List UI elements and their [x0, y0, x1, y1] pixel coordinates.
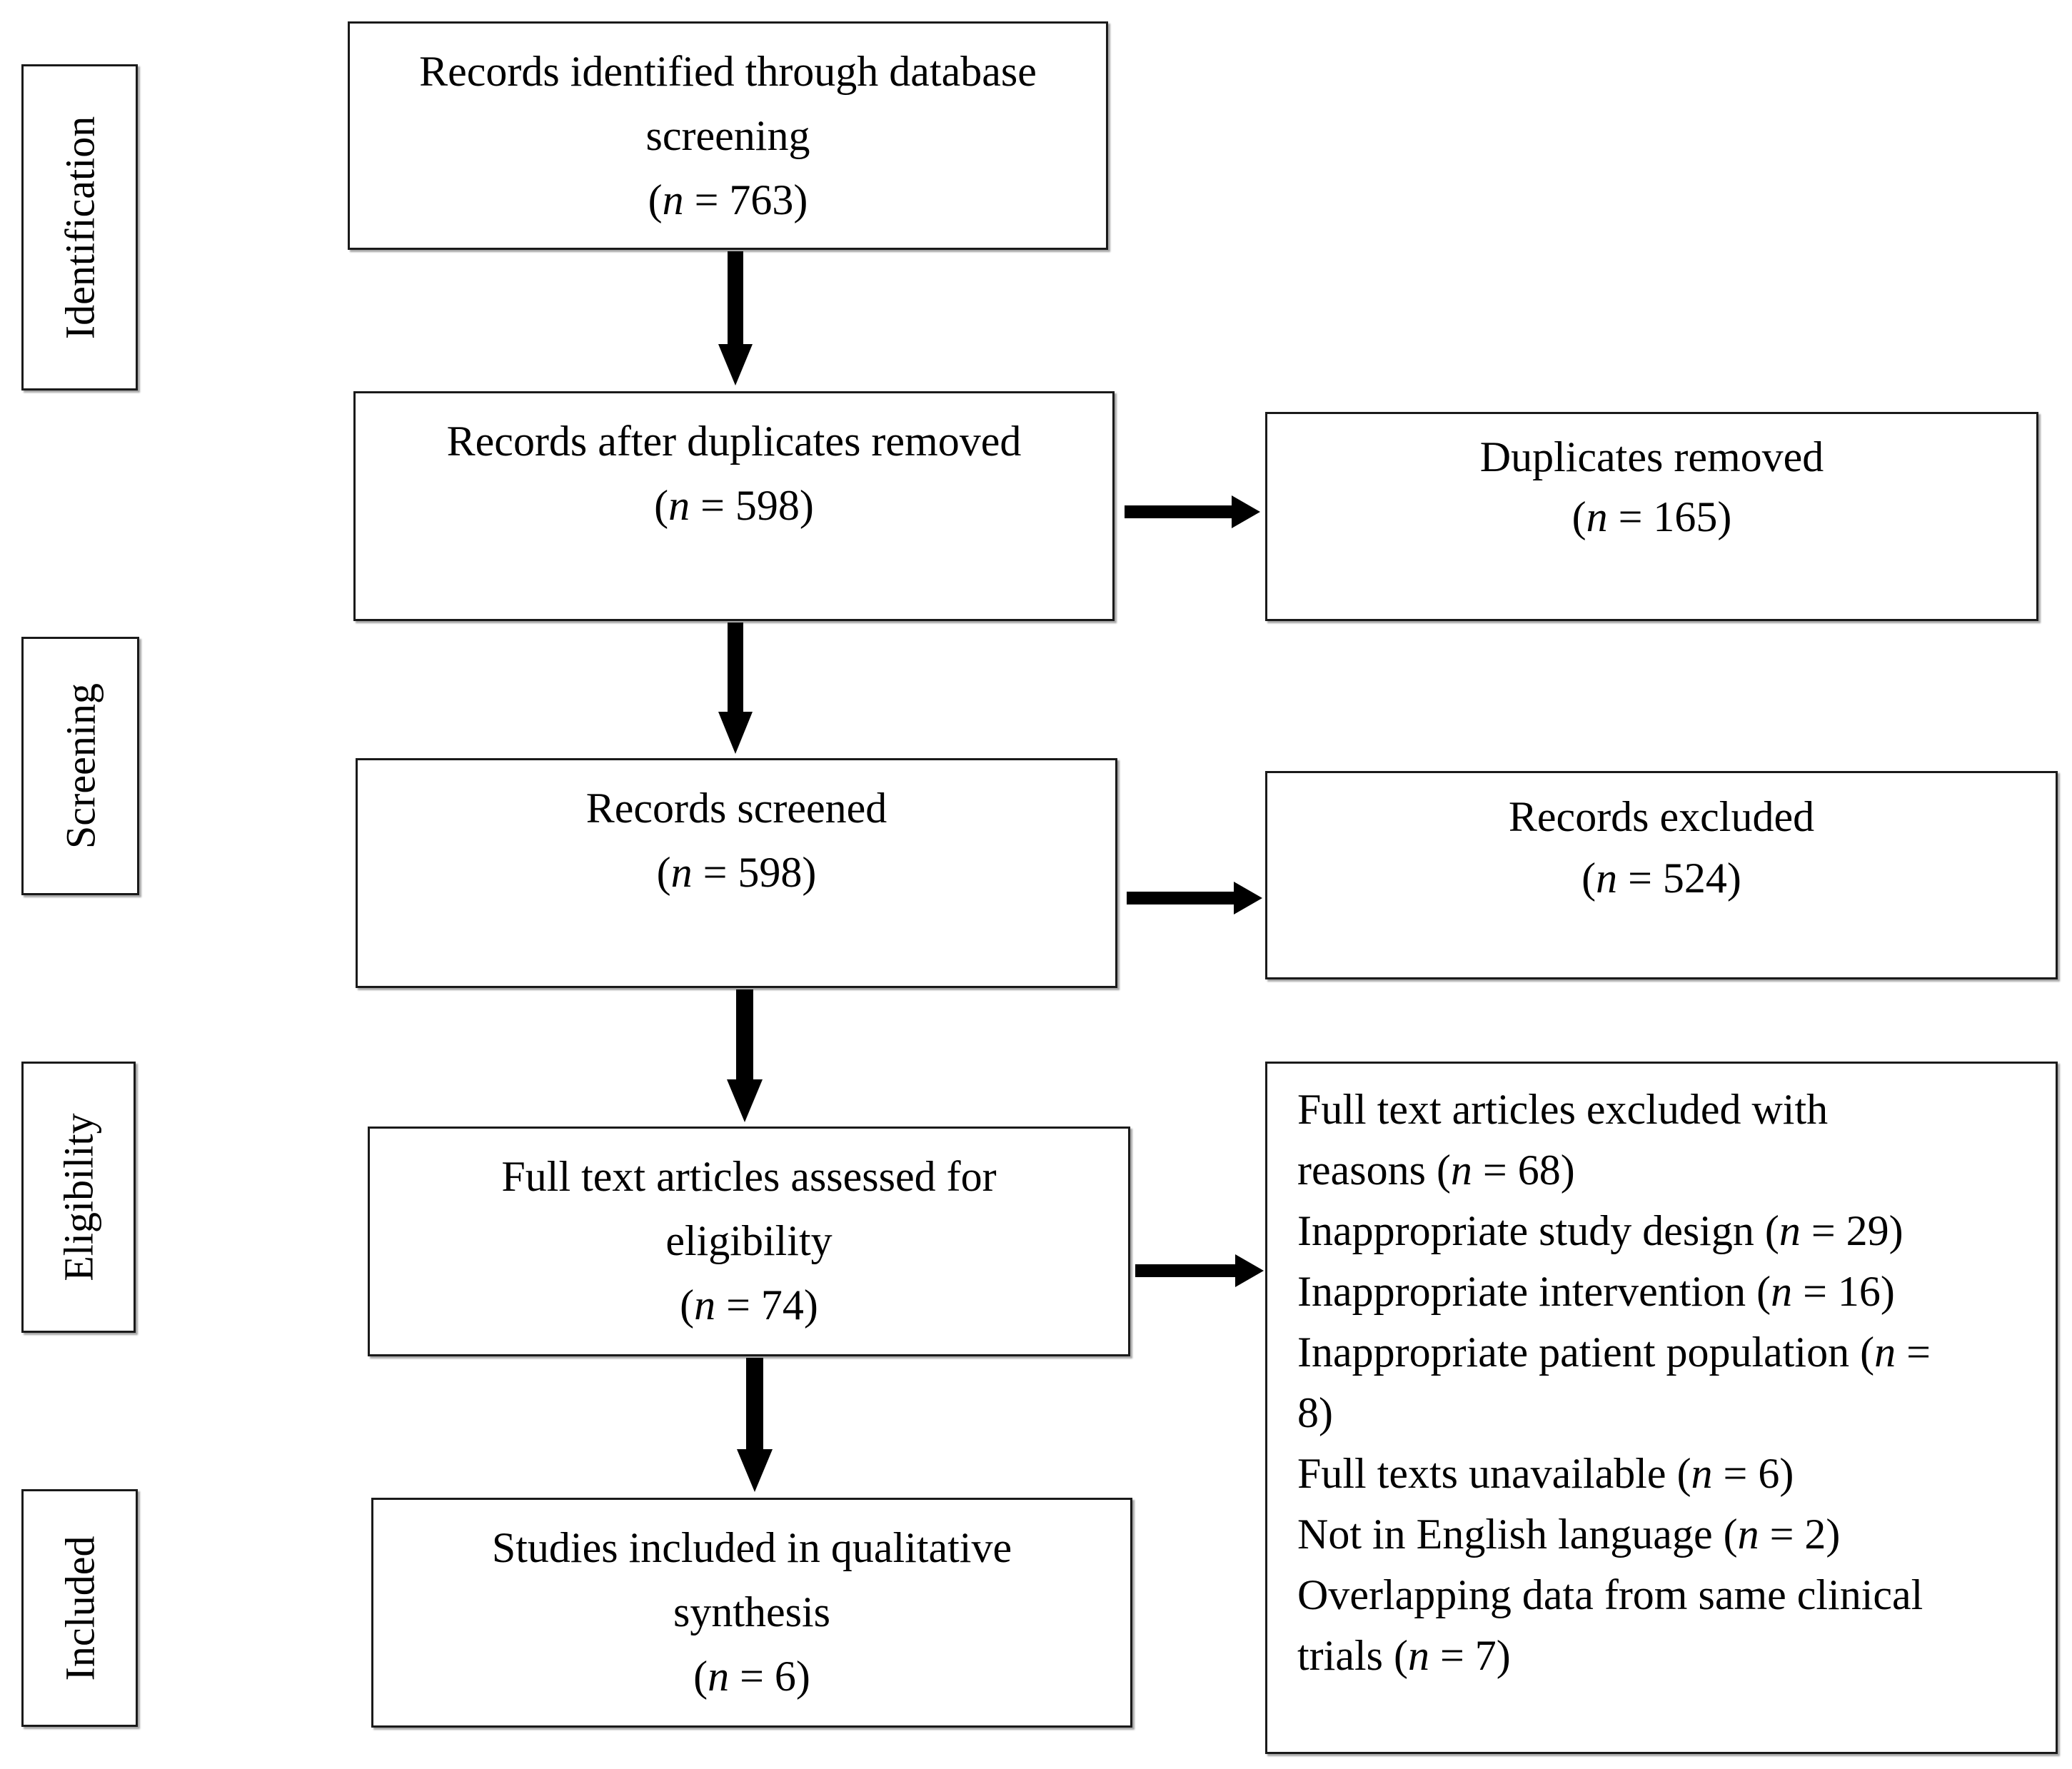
n-symbol: n: [668, 482, 690, 529]
count-value: = 165): [1607, 493, 1732, 540]
exclusion-reasons-box: Full text articles excluded with reasons…: [1265, 1062, 2058, 1754]
stage-screening: Screening: [21, 637, 139, 895]
studies-included-box: Studies included in qualitative synthesi…: [371, 1498, 1132, 1728]
n-symbol: n: [694, 1281, 716, 1329]
arrow-right-2: [1127, 882, 1262, 914]
count-value: = 598): [690, 482, 814, 529]
count-value: = 524): [1617, 855, 1741, 902]
records-identified-count: (n = 763): [648, 176, 808, 223]
reason-line: Full text articles excluded with: [1297, 1086, 1829, 1133]
records-after-duplicates-count: (n = 598): [654, 482, 814, 529]
records-screened-box: Records screened (n = 598): [356, 758, 1117, 988]
n-symbol: n: [708, 1653, 730, 1700]
duplicates-removed-line-1: Duplicates removed: [1479, 433, 1824, 480]
duplicates-removed-box: Duplicates removed (n = 165): [1265, 412, 2038, 621]
stage-included: Included: [21, 1489, 138, 1727]
records-excluded-line-1: Records excluded: [1508, 793, 1815, 840]
arrow-right-1: [1125, 495, 1260, 528]
arrow-down-4: [737, 1358, 773, 1492]
reason-line: trials (n = 7): [1297, 1632, 1511, 1679]
records-identified-box: Records identified through database scre…: [348, 21, 1108, 250]
count-value: = 74): [715, 1281, 818, 1329]
records-excluded-box: Records excluded (n = 524): [1265, 771, 2058, 979]
n-symbol: n: [1586, 493, 1608, 540]
records-identified-line-2: screening: [645, 112, 810, 159]
count-value: = 598): [692, 849, 817, 896]
records-screened-count: (n = 598): [656, 849, 817, 896]
studies-included-count: (n = 6): [693, 1653, 810, 1700]
reason-line: Not in English language (n = 2): [1297, 1511, 1841, 1558]
reason-line: Overlapping data from same clinical: [1297, 1571, 1923, 1618]
arrow-down-3: [727, 989, 763, 1122]
arrow-down-1: [718, 251, 753, 385]
records-excluded-count: (n = 524): [1581, 855, 1741, 902]
n-symbol: n: [662, 176, 684, 223]
full-text-assessed-line-2: eligibility: [665, 1217, 833, 1264]
count-value: = 6): [729, 1653, 810, 1700]
records-after-duplicates-line-1: Records after duplicates removed: [446, 418, 1022, 465]
records-screened-line-1: Records screened: [585, 785, 887, 832]
count-value: = 763): [683, 176, 808, 223]
reason-line: reasons (n = 68): [1297, 1146, 1575, 1194]
reason-line: 8): [1297, 1389, 1333, 1436]
records-after-duplicates-box: Records after duplicates removed (n = 59…: [353, 391, 1115, 621]
stage-eligibility: Eligibility: [21, 1062, 136, 1333]
reason-line: Inappropriate study design (n = 29): [1297, 1207, 1903, 1254]
records-identified-line-1: Records identified through database: [419, 48, 1037, 95]
arrow-right-3: [1135, 1254, 1264, 1287]
reason-line: Full texts unavailable (n = 6): [1297, 1450, 1794, 1497]
studies-included-line-2: synthesis: [673, 1588, 831, 1636]
full-text-assessed-box: Full text articles assessed for eligibil…: [368, 1127, 1130, 1356]
n-symbol: n: [1596, 855, 1618, 902]
full-text-assessed-line-1: Full text articles assessed for: [501, 1153, 997, 1200]
studies-included-line-1: Studies included in qualitative: [491, 1524, 1012, 1571]
reason-line: Inappropriate intervention (n = 16): [1297, 1268, 1895, 1315]
full-text-assessed-count: (n = 74): [680, 1281, 818, 1329]
duplicates-removed-count: (n = 165): [1571, 493, 1732, 540]
reason-line: Inappropriate patient population (n =: [1297, 1329, 1931, 1376]
arrow-down-2: [718, 623, 753, 754]
stage-identification: Identification: [21, 64, 138, 390]
n-symbol: n: [670, 849, 693, 896]
